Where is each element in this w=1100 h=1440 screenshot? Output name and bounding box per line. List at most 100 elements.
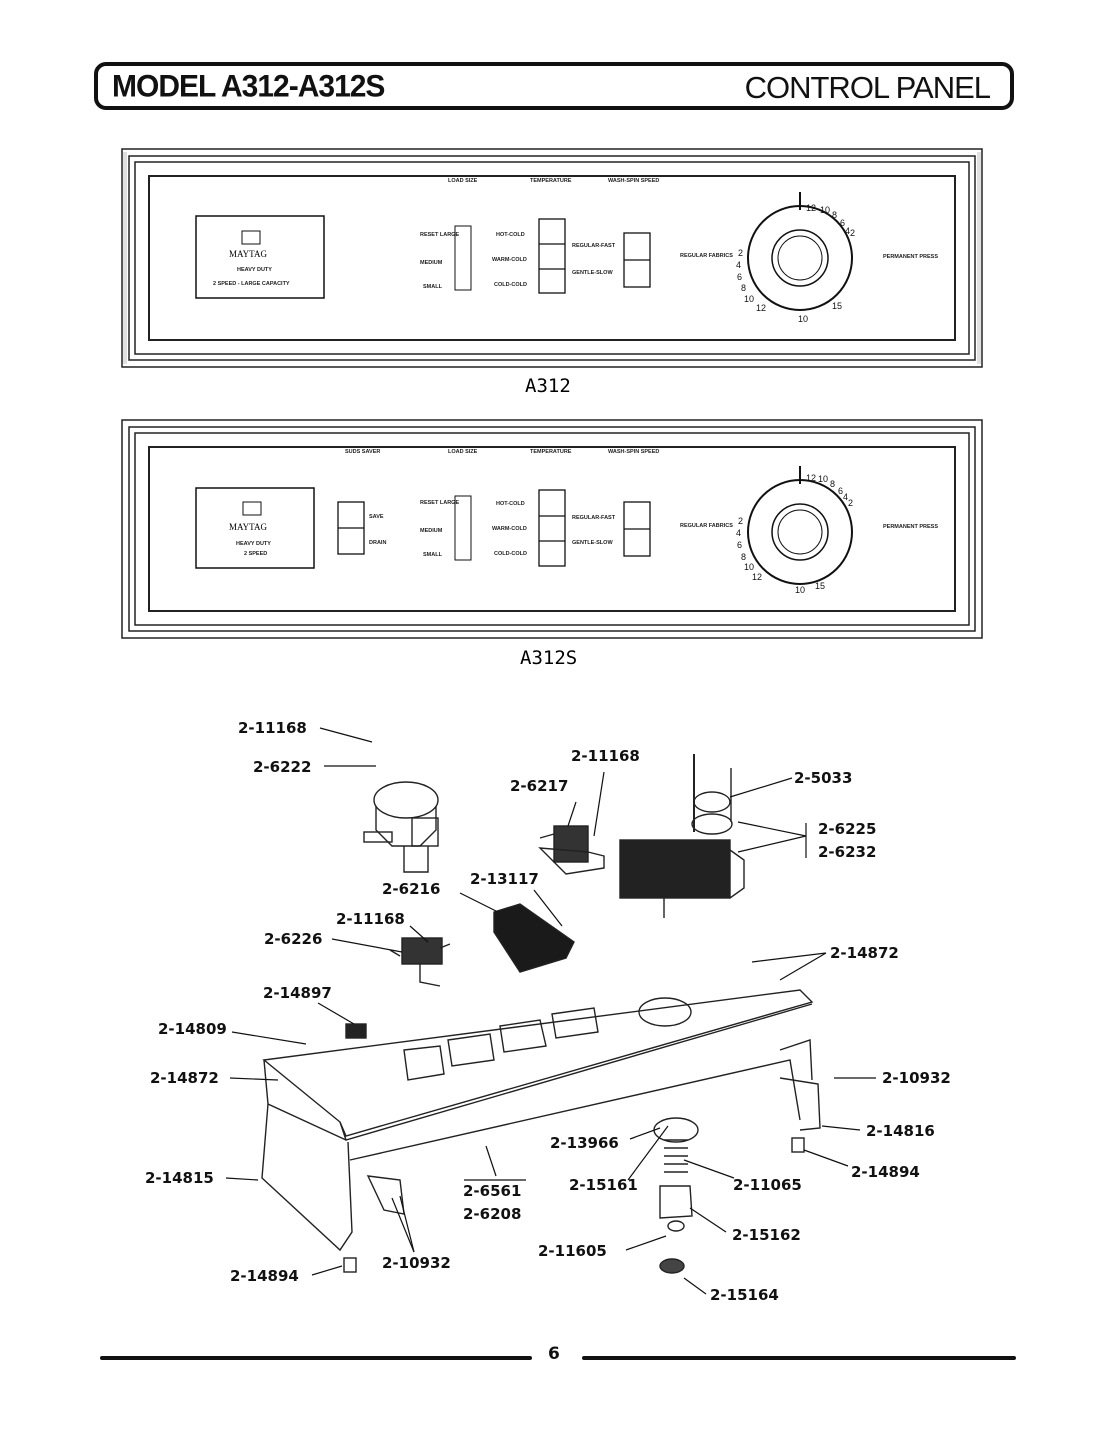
part-label: 2-11605	[538, 1242, 607, 1260]
panel-a312-texture	[123, 152, 981, 364]
svg-text:2: 2	[738, 516, 743, 526]
a312s-speed-regular: REGULAR-FAST	[572, 515, 616, 521]
svg-text:8: 8	[830, 479, 835, 489]
svg-text:4: 4	[845, 226, 850, 236]
part-label: 2-11168	[238, 719, 307, 737]
page-header: MODEL A312-A312S CONTROL PANEL	[94, 62, 1014, 110]
part-label: 2-11168	[571, 747, 640, 765]
a312s-dial-right: PERMANENT PRESS	[883, 524, 938, 530]
a312s-load-large: RESET LARGE	[420, 500, 459, 506]
part-label: 2-14872	[150, 1069, 219, 1087]
a312-heading-load-size: LOAD SIZE	[448, 178, 478, 184]
a312s-speed-buttons[interactable]	[623, 501, 651, 557]
a312s-heading-temperature: TEMPERATURE	[530, 449, 572, 455]
svg-text:8: 8	[741, 552, 746, 562]
a312s-heading-suds: SUDS SAVER	[345, 449, 380, 455]
part-label: 2-13966	[550, 1134, 619, 1152]
a312-temp-cold: COLD-COLD	[494, 282, 527, 288]
model-title: MODEL A312-A312S	[112, 69, 385, 104]
part-label: 2-6217	[510, 777, 568, 795]
part-label: 2-14872	[830, 944, 899, 962]
part-label: 2-6226	[264, 930, 322, 948]
part-label: 2-6216	[382, 880, 440, 898]
svg-text:12: 12	[806, 473, 816, 483]
svg-text:2: 2	[738, 248, 743, 258]
a312-heading-temperature: TEMPERATURE	[530, 178, 572, 184]
part-label: 2-14894	[230, 1267, 299, 1285]
a312-temp-hot: HOT-COLD	[496, 232, 525, 238]
a312s-heading-wash-spin: WASH-SPIN SPEED	[608, 449, 659, 455]
a312s-suds-buttons[interactable]	[337, 501, 365, 555]
panel-a312-frame	[121, 148, 983, 368]
svg-text:6: 6	[840, 218, 845, 228]
svg-text:10: 10	[798, 314, 808, 324]
a312-badge-line1: HEAVY DUTY	[237, 267, 272, 273]
a312-brand: MAYTAG	[229, 249, 267, 259]
svg-text:8: 8	[741, 283, 746, 293]
part-label: 2-15162	[732, 1226, 801, 1244]
a312-load-medium: MEDIUM	[420, 260, 443, 266]
a312s-temp-hot: HOT-COLD	[496, 501, 525, 507]
a312s-temperature-buttons[interactable]	[538, 489, 566, 567]
svg-text:2: 2	[848, 498, 853, 508]
svg-text:10: 10	[744, 562, 754, 572]
svg-text:15: 15	[815, 581, 825, 591]
a312-speed-buttons[interactable]	[623, 232, 651, 288]
a312s-load-medium: MEDIUM	[420, 528, 443, 534]
a312-badge-line2: 2 SPEED - LARGE CAPACITY	[213, 281, 290, 287]
a312-temperature-buttons[interactable]	[538, 218, 566, 294]
a312s-badge-line1: HEAVY DUTY	[236, 541, 271, 547]
a312s-temp-cold: COLD-COLD	[494, 551, 527, 557]
a312-heading-wash-spin: WASH-SPIN SPEED	[608, 178, 659, 184]
svg-text:6: 6	[737, 540, 742, 550]
panel-a312s-frame	[121, 419, 983, 639]
part-label: 2-10932	[382, 1254, 451, 1272]
svg-text:15: 15	[832, 301, 842, 311]
a312s-timer-dial-icon[interactable]	[747, 466, 853, 585]
part-numbers: 2-11168 2-6222 2-11168 2-6217 2-5033 2-6…	[145, 719, 951, 1304]
leader-lines	[225, 727, 876, 1295]
part-label: 2-13117	[470, 870, 539, 888]
page-number: 6	[548, 1344, 560, 1364]
part-label: 2-6222	[253, 758, 311, 776]
a312-speed-gentle: GENTLE-SLOW	[572, 270, 613, 276]
a312s-load-small: SMALL	[423, 552, 443, 558]
a312-dial-right: PERMANENT PRESS	[883, 254, 938, 260]
svg-text:6: 6	[737, 272, 742, 282]
svg-text:4: 4	[736, 528, 741, 538]
svg-text:10: 10	[820, 205, 830, 215]
part-label: 2-15164	[710, 1286, 779, 1304]
section-title: CONTROL PANEL	[744, 70, 991, 105]
svg-text:4: 4	[736, 260, 741, 270]
a312s-suds-save: SAVE	[369, 514, 384, 520]
a312-maytag-logo-icon	[241, 230, 261, 245]
a312-load-small: SMALL	[423, 284, 443, 290]
a312-badge	[195, 215, 325, 299]
svg-text:12: 12	[806, 203, 816, 213]
footer-rule-left	[100, 1356, 532, 1360]
a312s-maytag-logo-icon	[242, 501, 262, 516]
a312s-load-size-slider[interactable]	[454, 495, 472, 561]
part-label: 2-6208	[463, 1205, 521, 1223]
a312s-brand: MAYTAG	[229, 522, 267, 532]
a312-temp-warm: WARM-COLD	[492, 257, 527, 263]
part-label: 2-14809	[158, 1020, 227, 1038]
a312s-heading-load-size: LOAD SIZE	[448, 449, 478, 455]
a312s-speed-gentle: GENTLE-SLOW	[572, 540, 613, 546]
part-label: 2-6232	[818, 843, 876, 861]
parts-drawing	[261, 754, 821, 1274]
a312-timer-dial-icon[interactable]	[747, 192, 853, 311]
a312-load-size-slider[interactable]	[454, 225, 472, 291]
svg-text:12: 12	[756, 303, 766, 313]
a312-load-large: RESET LARGE	[420, 232, 459, 238]
a312s-temp-warm: WARM-COLD	[492, 526, 527, 532]
footer-rule-right	[582, 1356, 1016, 1360]
part-label: 2-6225	[818, 820, 876, 838]
svg-text:10: 10	[795, 585, 805, 595]
part-label: 2-14894	[851, 1163, 920, 1181]
part-label: 2-14816	[866, 1122, 935, 1140]
